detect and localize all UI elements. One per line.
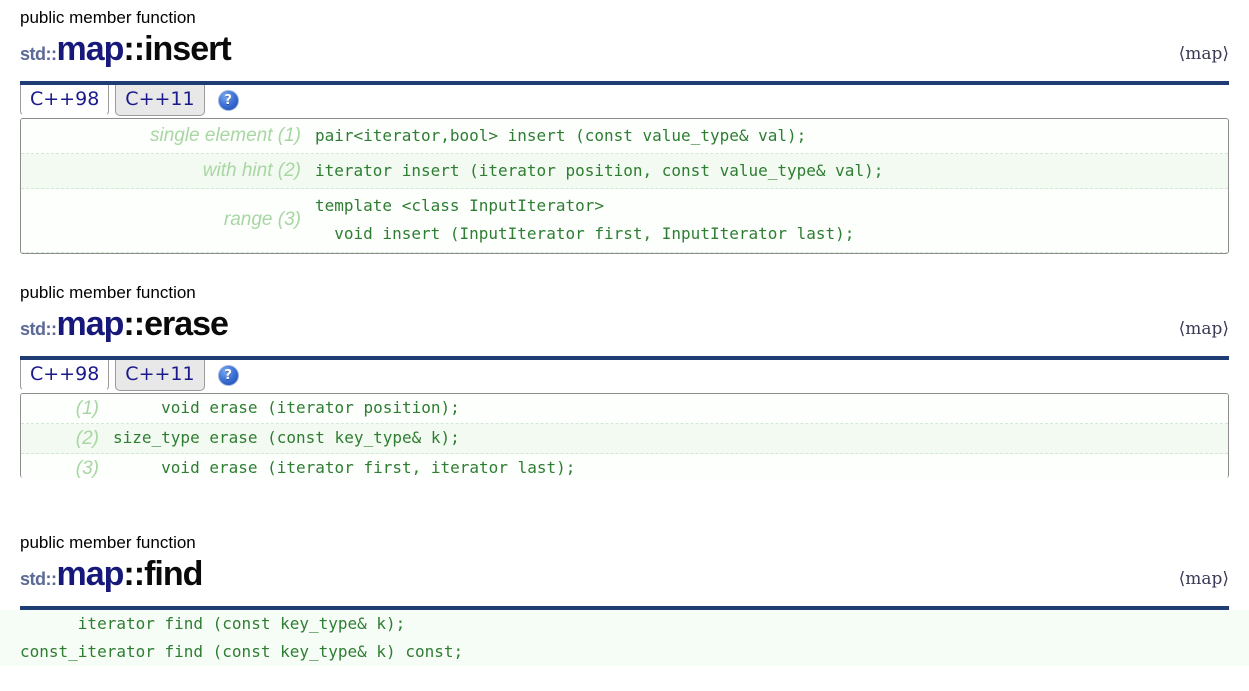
header-include: ⟨map⟩ xyxy=(1178,44,1229,64)
signature-code: iterator insert (iterator position, cons… xyxy=(315,161,884,180)
section-map-erase: public member function std::map::erase ⟨… xyxy=(0,283,1249,478)
tab-cpp11[interactable]: C++11 xyxy=(115,85,205,116)
page-kicker: public member function xyxy=(20,8,196,27)
page-kicker: public member function xyxy=(20,533,196,552)
signature-row: range (3) template <class InputIterator>… xyxy=(21,189,1228,253)
signature-table-insert: single element (1) pair<iterator,bool> i… xyxy=(20,118,1229,254)
tab-cpp98[interactable]: C++98 xyxy=(20,360,110,391)
signature-label: single element (1) xyxy=(149,125,301,146)
help-icon-glyph: ? xyxy=(224,93,232,108)
tab-cpp98[interactable]: C++98 xyxy=(20,85,110,116)
title-class: map xyxy=(56,30,125,68)
help-icon[interactable]: ? xyxy=(217,365,239,386)
help-icon[interactable]: ? xyxy=(217,90,239,111)
header-include: ⟨map⟩ xyxy=(1178,569,1229,589)
signature-table-erase: (1) void erase (iterator position); (2) … xyxy=(20,393,1229,478)
help-icon-glyph: ? xyxy=(224,368,232,383)
title-class: map xyxy=(56,305,125,343)
signature-label: with hint (2) xyxy=(202,160,301,181)
page-title: std::map::insert xyxy=(20,30,1229,75)
header-include: ⟨map⟩ xyxy=(1178,319,1229,339)
title-separator: :: xyxy=(123,555,145,593)
title-namespace: std:: xyxy=(20,44,57,64)
title-namespace: std:: xyxy=(20,569,57,589)
signature-label: (1) xyxy=(75,397,99,419)
title-namespace: std:: xyxy=(20,319,57,339)
signature-row: (1) void erase (iterator position); xyxy=(21,394,1228,424)
signature-code: const_iterator find (const key_type& k) … xyxy=(20,642,464,661)
title-rule xyxy=(20,356,1229,360)
title-function: erase xyxy=(144,305,229,343)
signature-label: range (3) xyxy=(223,209,301,230)
signature-code: template <class InputIterator> void inse… xyxy=(315,196,855,243)
signature-row: (2) size_type erase (const key_type& k); xyxy=(21,424,1228,454)
page-title: std::map::erase xyxy=(20,305,1229,350)
section-map-find: public member function std::map::find ⟨m… xyxy=(0,533,1249,666)
signature-row: single element (1) pair<iterator,bool> i… xyxy=(21,119,1228,154)
signature-label: (3) xyxy=(75,457,99,479)
standard-tabbar: C++98 C++11 ? xyxy=(20,85,1229,118)
page-kicker: public member function xyxy=(20,283,196,302)
signature-code: iterator find (const key_type& k); xyxy=(20,614,406,633)
signature-row: with hint (2) iterator insert (iterator … xyxy=(21,154,1228,189)
tab-cpp11[interactable]: C++11 xyxy=(115,360,205,391)
title-function: insert xyxy=(144,30,232,68)
title-class: map xyxy=(56,555,125,593)
signature-code: pair<iterator,bool> insert (const value_… xyxy=(315,126,807,145)
standard-tabbar: C++98 C++11 ? xyxy=(20,360,1229,393)
signature-code: void erase (iterator first, iterator las… xyxy=(113,458,576,477)
title-function: find xyxy=(144,555,203,593)
title-separator: :: xyxy=(123,30,145,68)
signature-row: iterator find (const key_type& k); xyxy=(20,610,1229,638)
signature-row: const_iterator find (const key_type& k) … xyxy=(20,638,1229,666)
section-map-insert: public member function std::map::insert … xyxy=(0,8,1249,254)
title-rule xyxy=(20,81,1229,85)
signature-row: (3) void erase (iterator first, iterator… xyxy=(21,454,1228,478)
signature-label: (2) xyxy=(75,427,99,449)
signature-code: void erase (iterator position); xyxy=(113,398,460,417)
page-title: std::map::find xyxy=(20,555,1229,600)
signature-code: size_type erase (const key_type& k); xyxy=(113,428,460,447)
title-separator: :: xyxy=(123,305,145,343)
signature-table-find: iterator find (const key_type& k); const… xyxy=(0,610,1249,666)
title-rule xyxy=(20,606,1229,610)
